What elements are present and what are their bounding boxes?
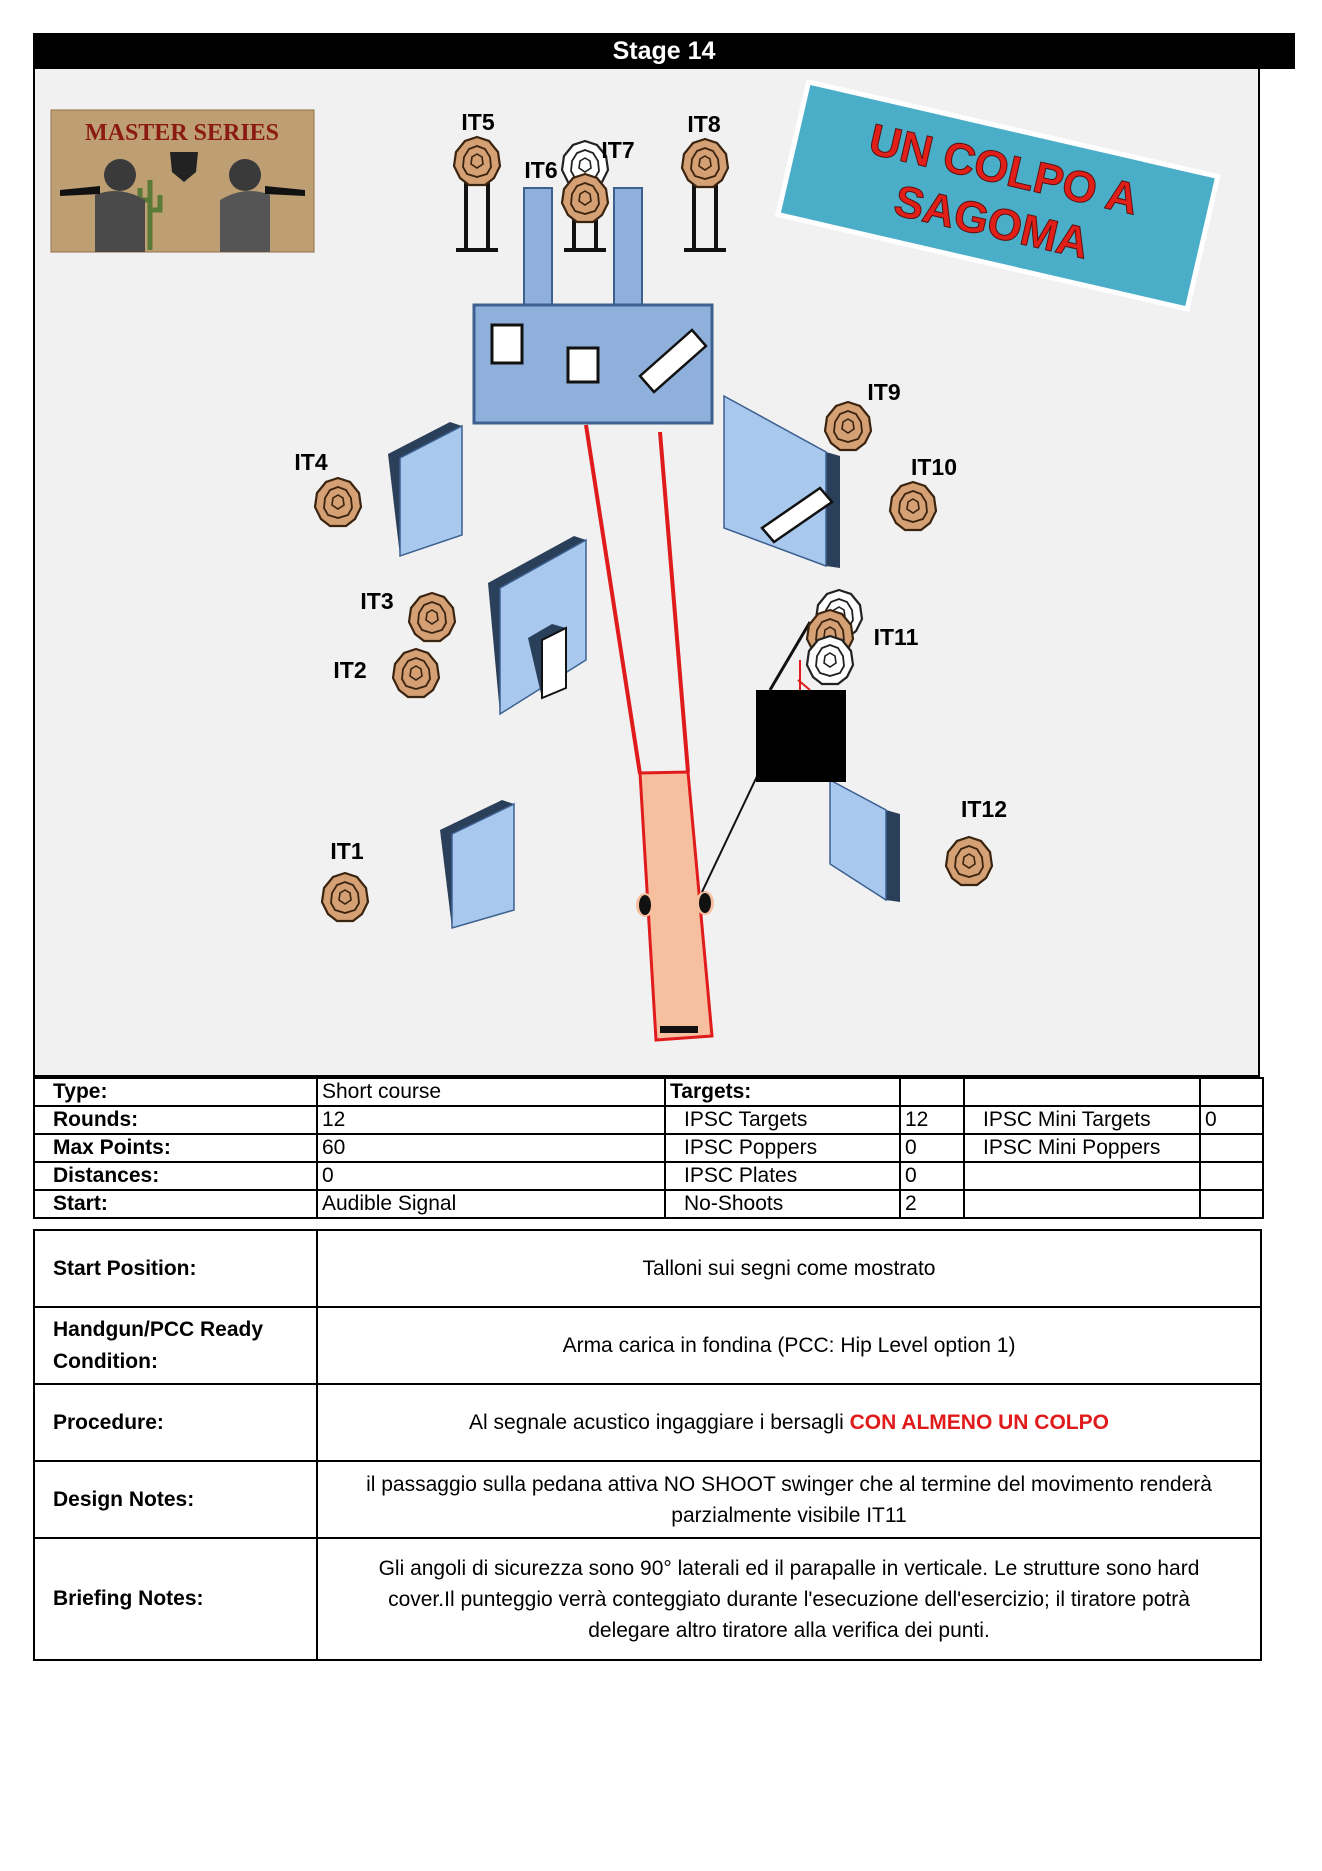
red-lines — [584, 424, 690, 775]
start-label: Start: — [33, 1189, 318, 1219]
procedure-highlight: CON ALMENO UN COLPO — [849, 1411, 1109, 1434]
wall-left-lower — [440, 800, 515, 929]
rounds-value: 12 — [316, 1105, 666, 1135]
design-notes-label: Design Notes: — [33, 1460, 318, 1539]
procedure-value: Al segnale acustico ingaggiare i bersagl… — [316, 1383, 1262, 1462]
svg-text:IT12: IT12 — [961, 796, 1007, 822]
mini-targets-label: IPSC Mini Targets — [963, 1105, 1201, 1135]
svg-text:IT10: IT10 — [911, 454, 957, 480]
svg-text:IT2: IT2 — [333, 657, 366, 683]
target-it2: IT2 — [333, 647, 441, 699]
plates-label: IPSC Plates — [664, 1161, 901, 1191]
target-it6: IT6 — [524, 157, 610, 224]
row-start-position: Start Position: Talloni sui segni come m… — [33, 1229, 1262, 1308]
row-ready-condition: Handgun/PCC Ready Condition: Arma carica… — [33, 1306, 1262, 1385]
svg-text:MASTER SERIES: MASTER SERIES — [85, 120, 279, 146]
row-design-notes: Design Notes: il passaggio sulla pedana … — [33, 1460, 1262, 1539]
row-rounds: Rounds: 12 IPSC Targets 12 IPSC Mini Tar… — [33, 1105, 1264, 1135]
procedure-label: Procedure: — [33, 1383, 318, 1462]
no-shoot-swinger — [756, 621, 846, 782]
stage-notes-table: Start Position: Talloni sui segni come m… — [33, 1229, 1262, 1661]
stage-info-table: Type: Short course Targets: Rounds: 12 I… — [33, 1077, 1264, 1219]
design-notes-value: il passaggio sulla pedana attiva NO SHOO… — [316, 1460, 1262, 1539]
noshoots-label: No-Shoots — [664, 1189, 901, 1219]
master-series-logo: MASTER SERIES — [50, 109, 315, 253]
stage-diagram: MASTER SERIES UN COLPO A SAGOMA — [50, 79, 1221, 1042]
svg-text:IT11: IT11 — [874, 624, 919, 650]
briefing-notes-label: Briefing Notes: — [33, 1537, 318, 1661]
wall-center-left — [488, 536, 587, 716]
poppers-label: IPSC Poppers — [664, 1133, 901, 1163]
maxpoints-label: Max Points: — [33, 1133, 318, 1163]
start-position-label: Start Position: — [33, 1229, 318, 1308]
ipsc-targets-label: IPSC Targets — [664, 1105, 901, 1135]
type-value: Short course — [316, 1077, 666, 1107]
svg-text:IT6: IT6 — [524, 157, 557, 183]
maxpoints-value: 60 — [316, 1133, 666, 1163]
type-label: Type: — [33, 1077, 318, 1107]
mini-poppers-value — [1199, 1133, 1264, 1163]
stage-banner: UN COLPO A SAGOMA — [774, 79, 1221, 313]
row-distances: Distances: 0 IPSC Plates 0 — [33, 1161, 1264, 1191]
ready-condition-label: Handgun/PCC Ready Condition: — [33, 1306, 318, 1385]
target-it9: IT9 — [823, 379, 901, 452]
distances-value: 0 — [316, 1161, 666, 1191]
barricade-main — [472, 187, 714, 425]
target-it7: IT7 — [560, 137, 635, 191]
stage-title: Stage 14 — [33, 33, 1295, 69]
plates-value: 0 — [899, 1161, 965, 1191]
briefing-notes-value: Gli angoli di sicurezza sono 90° lateral… — [316, 1537, 1262, 1661]
svg-text:IT5: IT5 — [461, 109, 494, 135]
targets-label: Targets: — [664, 1077, 901, 1107]
row-start: Start: Audible Signal No-Shoots 2 — [33, 1189, 1264, 1219]
wall-left-upper — [388, 422, 463, 558]
start-position-value: Talloni sui segni come mostrato — [316, 1229, 1262, 1308]
svg-text:IT3: IT3 — [360, 588, 393, 614]
distances-label: Distances: — [33, 1161, 318, 1191]
mini-targets-value: 0 — [1199, 1105, 1264, 1135]
target-it8: IT8 — [680, 111, 730, 189]
svg-text:IT1: IT1 — [330, 838, 363, 864]
target-it3: IT3 — [360, 588, 457, 643]
mini-poppers-label: IPSC Mini Poppers — [963, 1133, 1201, 1163]
poppers-value: 0 — [899, 1133, 965, 1163]
target-it1: IT1 — [320, 838, 370, 923]
row-maxpoints: Max Points: 60 IPSC Poppers 0 IPSC Mini … — [33, 1133, 1264, 1163]
wall-right-upper — [723, 394, 840, 568]
ready-condition-value: Arma carica in fondina (PCC: Hip Level o… — [316, 1306, 1262, 1385]
svg-text:IT8: IT8 — [687, 111, 720, 137]
target-it11: IT11 — [805, 588, 919, 686]
target-it12: IT12 — [944, 796, 1007, 887]
svg-text:IT9: IT9 — [867, 379, 900, 405]
rounds-label: Rounds: — [33, 1105, 318, 1135]
start-value: Audible Signal — [316, 1189, 666, 1219]
row-briefing-notes: Briefing Notes: Gli angoli di sicurezza … — [33, 1537, 1262, 1661]
row-procedure: Procedure: Al segnale acustico ingaggiar… — [33, 1383, 1262, 1462]
svg-text:IT7: IT7 — [601, 137, 634, 163]
target-it10: IT10 — [888, 454, 957, 532]
target-it5: IT5 — [452, 109, 502, 187]
svg-text:IT4: IT4 — [294, 449, 327, 475]
noshoots-value: 2 — [899, 1189, 965, 1219]
ipsc-targets-value: 12 — [899, 1105, 965, 1135]
target-it4: IT4 — [294, 449, 363, 528]
activation-mat — [636, 769, 761, 1042]
row-type: Type: Short course Targets: — [33, 1077, 1264, 1107]
wall-right-lower — [829, 778, 900, 902]
